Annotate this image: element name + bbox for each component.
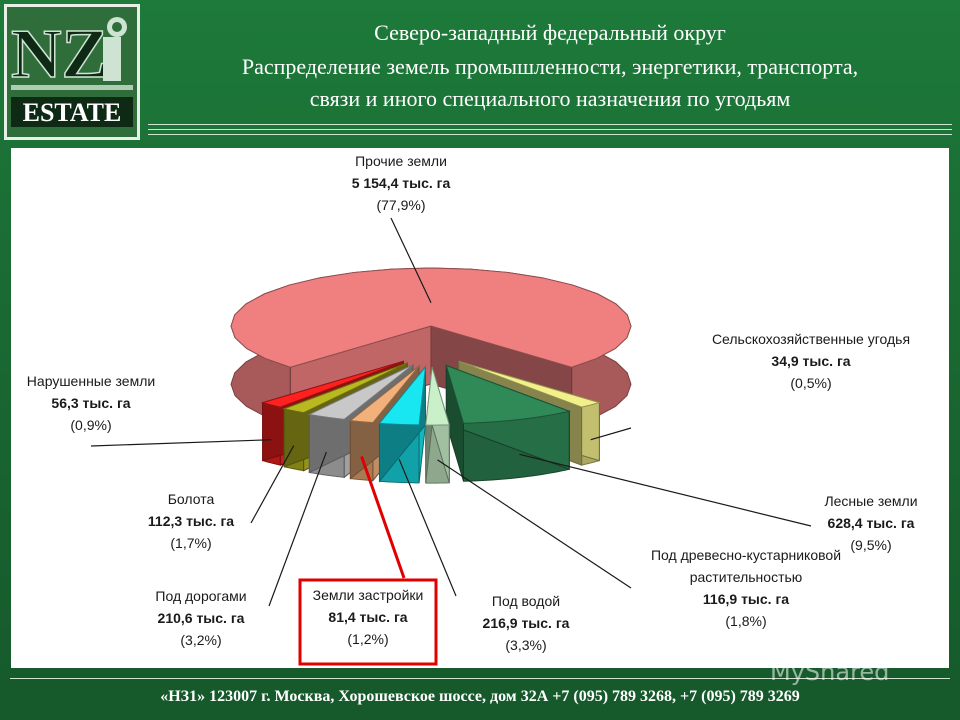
slice-value-label: 628,4 тыс. га xyxy=(828,515,915,531)
slice-name-label: Под дорогами xyxy=(155,588,246,604)
slice-label-7: Под дорогами 210,6 тыс. га (3,2%) xyxy=(155,588,246,648)
slice-label-1: Прочие земли 5 154,4 тыс. га (77,9%) xyxy=(352,153,451,213)
slice-name-label: Сельскохозяйственные угодья xyxy=(712,331,910,347)
footer-contact: «НЗ1» 123007 г. Москва, Хорошевское шосс… xyxy=(160,688,800,705)
pie-slice-top xyxy=(425,366,450,426)
slice-label-2: Сельскохозяйственные угодья 34,9 тыс. га (… xyxy=(712,331,910,391)
slice-name-label: Под водой xyxy=(492,593,560,609)
leader-line-2 xyxy=(590,427,632,441)
pie-slice-5 xyxy=(378,365,427,484)
slice-label-8: Болота 112,3 тыс. га (1,7%) xyxy=(148,491,234,551)
leader-line-9 xyxy=(90,439,272,447)
footer-divider xyxy=(10,678,950,679)
slice-percent-label: (1,7%) xyxy=(170,535,211,551)
pie-chart: Прочие земли 5 154,4 тыс. га (77,9%) Сельск… xyxy=(27,153,918,666)
header-divider-2 xyxy=(148,129,952,130)
leader-line-4 xyxy=(437,459,632,589)
pie-slice-top xyxy=(307,364,414,420)
slice-name-label: Лесные земли xyxy=(824,493,917,509)
leader-line-1 xyxy=(390,217,432,304)
pie-slice-top xyxy=(230,267,632,368)
slice-label-9: Нарушенные земли 56,3 тыс. га (0,9%) xyxy=(27,373,155,433)
slice-percent-label: (77,9%) xyxy=(376,197,425,213)
leader-line-6 xyxy=(360,455,406,579)
leader-line-7 xyxy=(268,451,327,607)
slice-label-5: Под водой 216,9 тыс. га (3,3%) xyxy=(483,593,570,653)
slice-value-label: 5 154,4 тыс. га xyxy=(352,175,451,191)
slice-name-label: Нарушенные земли xyxy=(27,373,155,389)
highlight-box xyxy=(298,578,438,666)
slice-value-label: 34,9 тыс. га xyxy=(771,353,850,369)
slice-name-label: Прочие земли xyxy=(355,153,447,169)
slice-percent-label: (3,2%) xyxy=(180,632,221,648)
slice-value-label: 56,3 тыс. га xyxy=(51,395,130,411)
pie-slice-top xyxy=(445,364,572,424)
logo-estate-text: ESTATE xyxy=(23,98,122,127)
slice-value-label: 116,9 тыс. га xyxy=(703,591,789,607)
title-line-1: Северо-западный федеральный округ xyxy=(374,20,726,45)
slice-value-label: 210,6 тыс. га xyxy=(158,610,245,626)
slice-percent-label: (9,5%) xyxy=(850,537,891,553)
slice-name-label: Земли застройки xyxy=(313,587,424,603)
pie-slice-top xyxy=(349,365,420,424)
slice-value-label: 216,9 тыс. га xyxy=(483,615,570,631)
slice-percent-label: (1,2%) xyxy=(347,631,388,647)
leader-line-5 xyxy=(398,458,457,597)
pie-slice-top xyxy=(282,362,408,414)
slice-value-label: 112,3 тыс. га xyxy=(148,513,234,529)
slice-value-label: 81,4 тыс. га xyxy=(328,609,407,625)
title-line-2: Распределение земель промышленности, эне… xyxy=(241,54,859,79)
slice-label-4: Под древесно-кустарниковой растительность… xyxy=(651,547,841,629)
slice-name-label: растительностью xyxy=(690,569,803,585)
header-divider-1 xyxy=(148,124,952,125)
slice-name-label: Под древесно-кустарниковой xyxy=(651,547,841,563)
slice-percent-label: (3,3%) xyxy=(505,637,546,653)
logo-nz-text: NZ xyxy=(11,16,108,93)
pie-slice-3 xyxy=(445,364,572,482)
header-divider-3 xyxy=(148,134,952,135)
pie-slice-top xyxy=(378,365,427,426)
chart-panel: Прочие земли 5 154,4 тыс. га (77,9%) Сельск… xyxy=(11,148,949,668)
logo-graphic: NZ ESTATE xyxy=(7,7,137,137)
pie-slice-4 xyxy=(425,366,450,484)
nzi-estate-logo: NZ ESTATE xyxy=(4,4,140,140)
slice-percent-label: (0,5%) xyxy=(790,375,831,391)
leader-line-8 xyxy=(250,445,295,524)
pie-slice-top xyxy=(458,360,602,408)
slice-percent-label: (0,9%) xyxy=(70,417,111,433)
leader-line-3 xyxy=(519,453,812,527)
watermark: MyShared xyxy=(770,658,890,686)
title-line-3: связи и иного специального назначения по… xyxy=(309,86,791,111)
slice-label-6: Земли застройки 81,4 тыс. га (1,2%) xyxy=(313,587,424,647)
slice-name-label: Болота xyxy=(168,491,215,507)
slice-percent-label: (1,8%) xyxy=(725,613,766,629)
pie-slice-top xyxy=(260,360,404,408)
slice-label-3: Лесные земли 628,4 тыс. га (9,5%) xyxy=(824,493,917,553)
